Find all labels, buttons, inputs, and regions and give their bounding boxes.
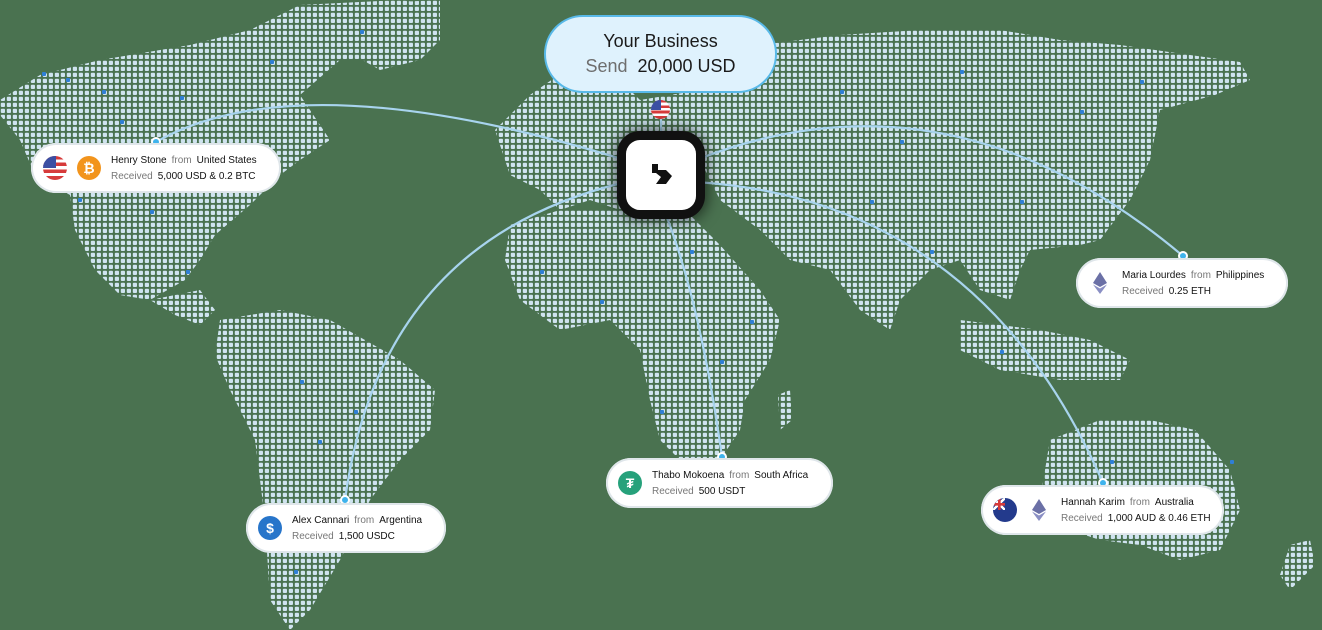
from-label: from <box>1190 269 1211 281</box>
sender-card: Your Business Send 20,000 USD <box>544 15 777 93</box>
ethereum-icon <box>1027 498 1051 522</box>
received-label: Received <box>1061 512 1103 524</box>
hub-logo-tile <box>626 140 696 210</box>
received-amount: 0.25 ETH <box>1168 285 1211 297</box>
received-amount: 1,500 USDC <box>338 530 395 542</box>
us-flag-icon <box>43 156 67 180</box>
from-label: from <box>729 469 750 481</box>
recipient-card-hannah[interactable]: Hannah Karim from Australia Received 1,000 … <box>981 485 1224 535</box>
received-label: Received <box>111 170 153 182</box>
received-label: Received <box>1122 285 1164 297</box>
bitcoin-icon: ₿ <box>77 156 101 180</box>
connection-lines <box>155 104 1184 501</box>
usdc-icon: $ <box>258 516 282 540</box>
send-label: Send <box>585 56 628 76</box>
received-amount: 5,000 USD & 0.2 BTC <box>157 170 256 182</box>
recipient-card-henry[interactable]: ₿ Henry Stone from United States Received 5… <box>31 143 281 193</box>
from-label: from <box>171 154 192 166</box>
recipient-name: Alex Cannari <box>292 514 350 526</box>
recipient-country: Australia <box>1154 496 1194 508</box>
tether-icon: ₮ <box>618 471 642 495</box>
recipient-card-thabo[interactable]: ₮ Thabo Mokoena from South Africa Received… <box>606 458 833 508</box>
us-flag-icon <box>651 100 670 119</box>
received-amount: 1,000 AUD & 0.46 ETH <box>1107 512 1211 524</box>
recipient-country: United States <box>196 154 257 166</box>
sender-title: Your Business <box>603 31 718 51</box>
recipient-name: Hannah Karim <box>1061 496 1125 508</box>
recipient-card-maria[interactable]: Maria Lourdes from Philippines Received 0.2… <box>1076 258 1288 308</box>
recipient-name: Maria Lourdes <box>1122 269 1186 281</box>
accent-dots <box>42 30 1234 574</box>
brand-logo-icon <box>652 164 672 184</box>
recipient-country: South Africa <box>754 469 809 481</box>
australia-flag-icon <box>993 498 1017 522</box>
recipient-name: Thabo Mokoena <box>652 469 725 481</box>
recipient-country: Philippines <box>1215 269 1265 281</box>
send-amount: 20,000 USD <box>637 56 736 76</box>
received-amount: 500 USDT <box>698 485 746 497</box>
from-label: from <box>1129 496 1150 508</box>
recipient-name: Henry Stone <box>111 154 167 166</box>
ethereum-icon <box>1088 271 1112 295</box>
from-label: from <box>354 514 375 526</box>
received-label: Received <box>652 485 694 497</box>
recipient-country: Argentina <box>379 514 423 526</box>
recipient-card-alex[interactable]: $ Alex Cannari from Argentina Received 1,50… <box>246 503 446 553</box>
received-label: Received <box>292 530 334 542</box>
